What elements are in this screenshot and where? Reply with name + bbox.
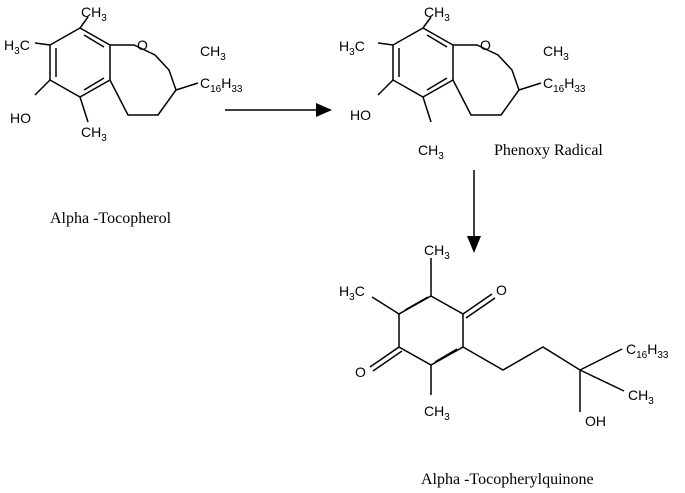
phenoxy-radical-structure: CH3 H3C HO CH3 O CH3 C16H33 Phenoxy Radi… [339, 4, 603, 162]
tocopherol-hydroxyl: HO [10, 110, 31, 126]
radical-bottom-methyl: CH3 [418, 142, 444, 162]
quinone-top-methyl: CH3 [424, 242, 450, 262]
quinone-bottom-methyl: CH3 [424, 403, 450, 423]
reaction-arrow-down [467, 170, 481, 253]
quinone-top-oxygen: O [496, 282, 507, 298]
radical-ring-oxygen: O [480, 37, 491, 53]
tocopherol-bonds [34, 16, 199, 123]
radical-left-methyl: H3C [339, 38, 365, 58]
alpha-tocopherylquinone-structure: CH3 H3C O O CH3 C16H33 CH3 OH Alpha -Toc… [339, 242, 669, 488]
tocopherol-ring-oxygen: O [137, 37, 148, 53]
radical-caption: Phenoxy Radical [494, 142, 603, 159]
radical-top-methyl: CH3 [424, 4, 450, 24]
quinone-caption: Alpha -Tocopherylquinone [421, 471, 594, 488]
alpha-tocopherol-structure: CH3 H3C HO CH3 O CH3 C16H33 Alpha -Tocop… [4, 4, 243, 227]
quinone-left-methyl: H3C [339, 283, 365, 303]
tocopherol-side-chain: C16H33 [200, 75, 243, 95]
radical-hydroxyl: HO [350, 107, 371, 123]
tocopherol-left-methyl: H3C [4, 37, 30, 57]
quinone-bonds [369, 258, 625, 412]
quinone-side-chain: C16H33 [626, 341, 669, 361]
quinone-terminal-methyl: CH3 [628, 387, 654, 407]
tocopherol-bottom-methyl: CH3 [81, 124, 107, 144]
quinone-hydroxyl: OH [585, 413, 606, 429]
radical-c2-methyl: CH3 [543, 43, 569, 63]
tocopherol-top-methyl: CH3 [81, 4, 107, 24]
radical-side-chain: C16H33 [543, 75, 586, 95]
quinone-left-oxygen: O [355, 364, 366, 380]
reaction-arrow-right [225, 103, 332, 117]
tocopherol-c2-methyl: CH3 [200, 43, 226, 63]
tocopherol-caption: Alpha -Tocopherol [50, 210, 172, 227]
radical-bonds [377, 16, 542, 123]
